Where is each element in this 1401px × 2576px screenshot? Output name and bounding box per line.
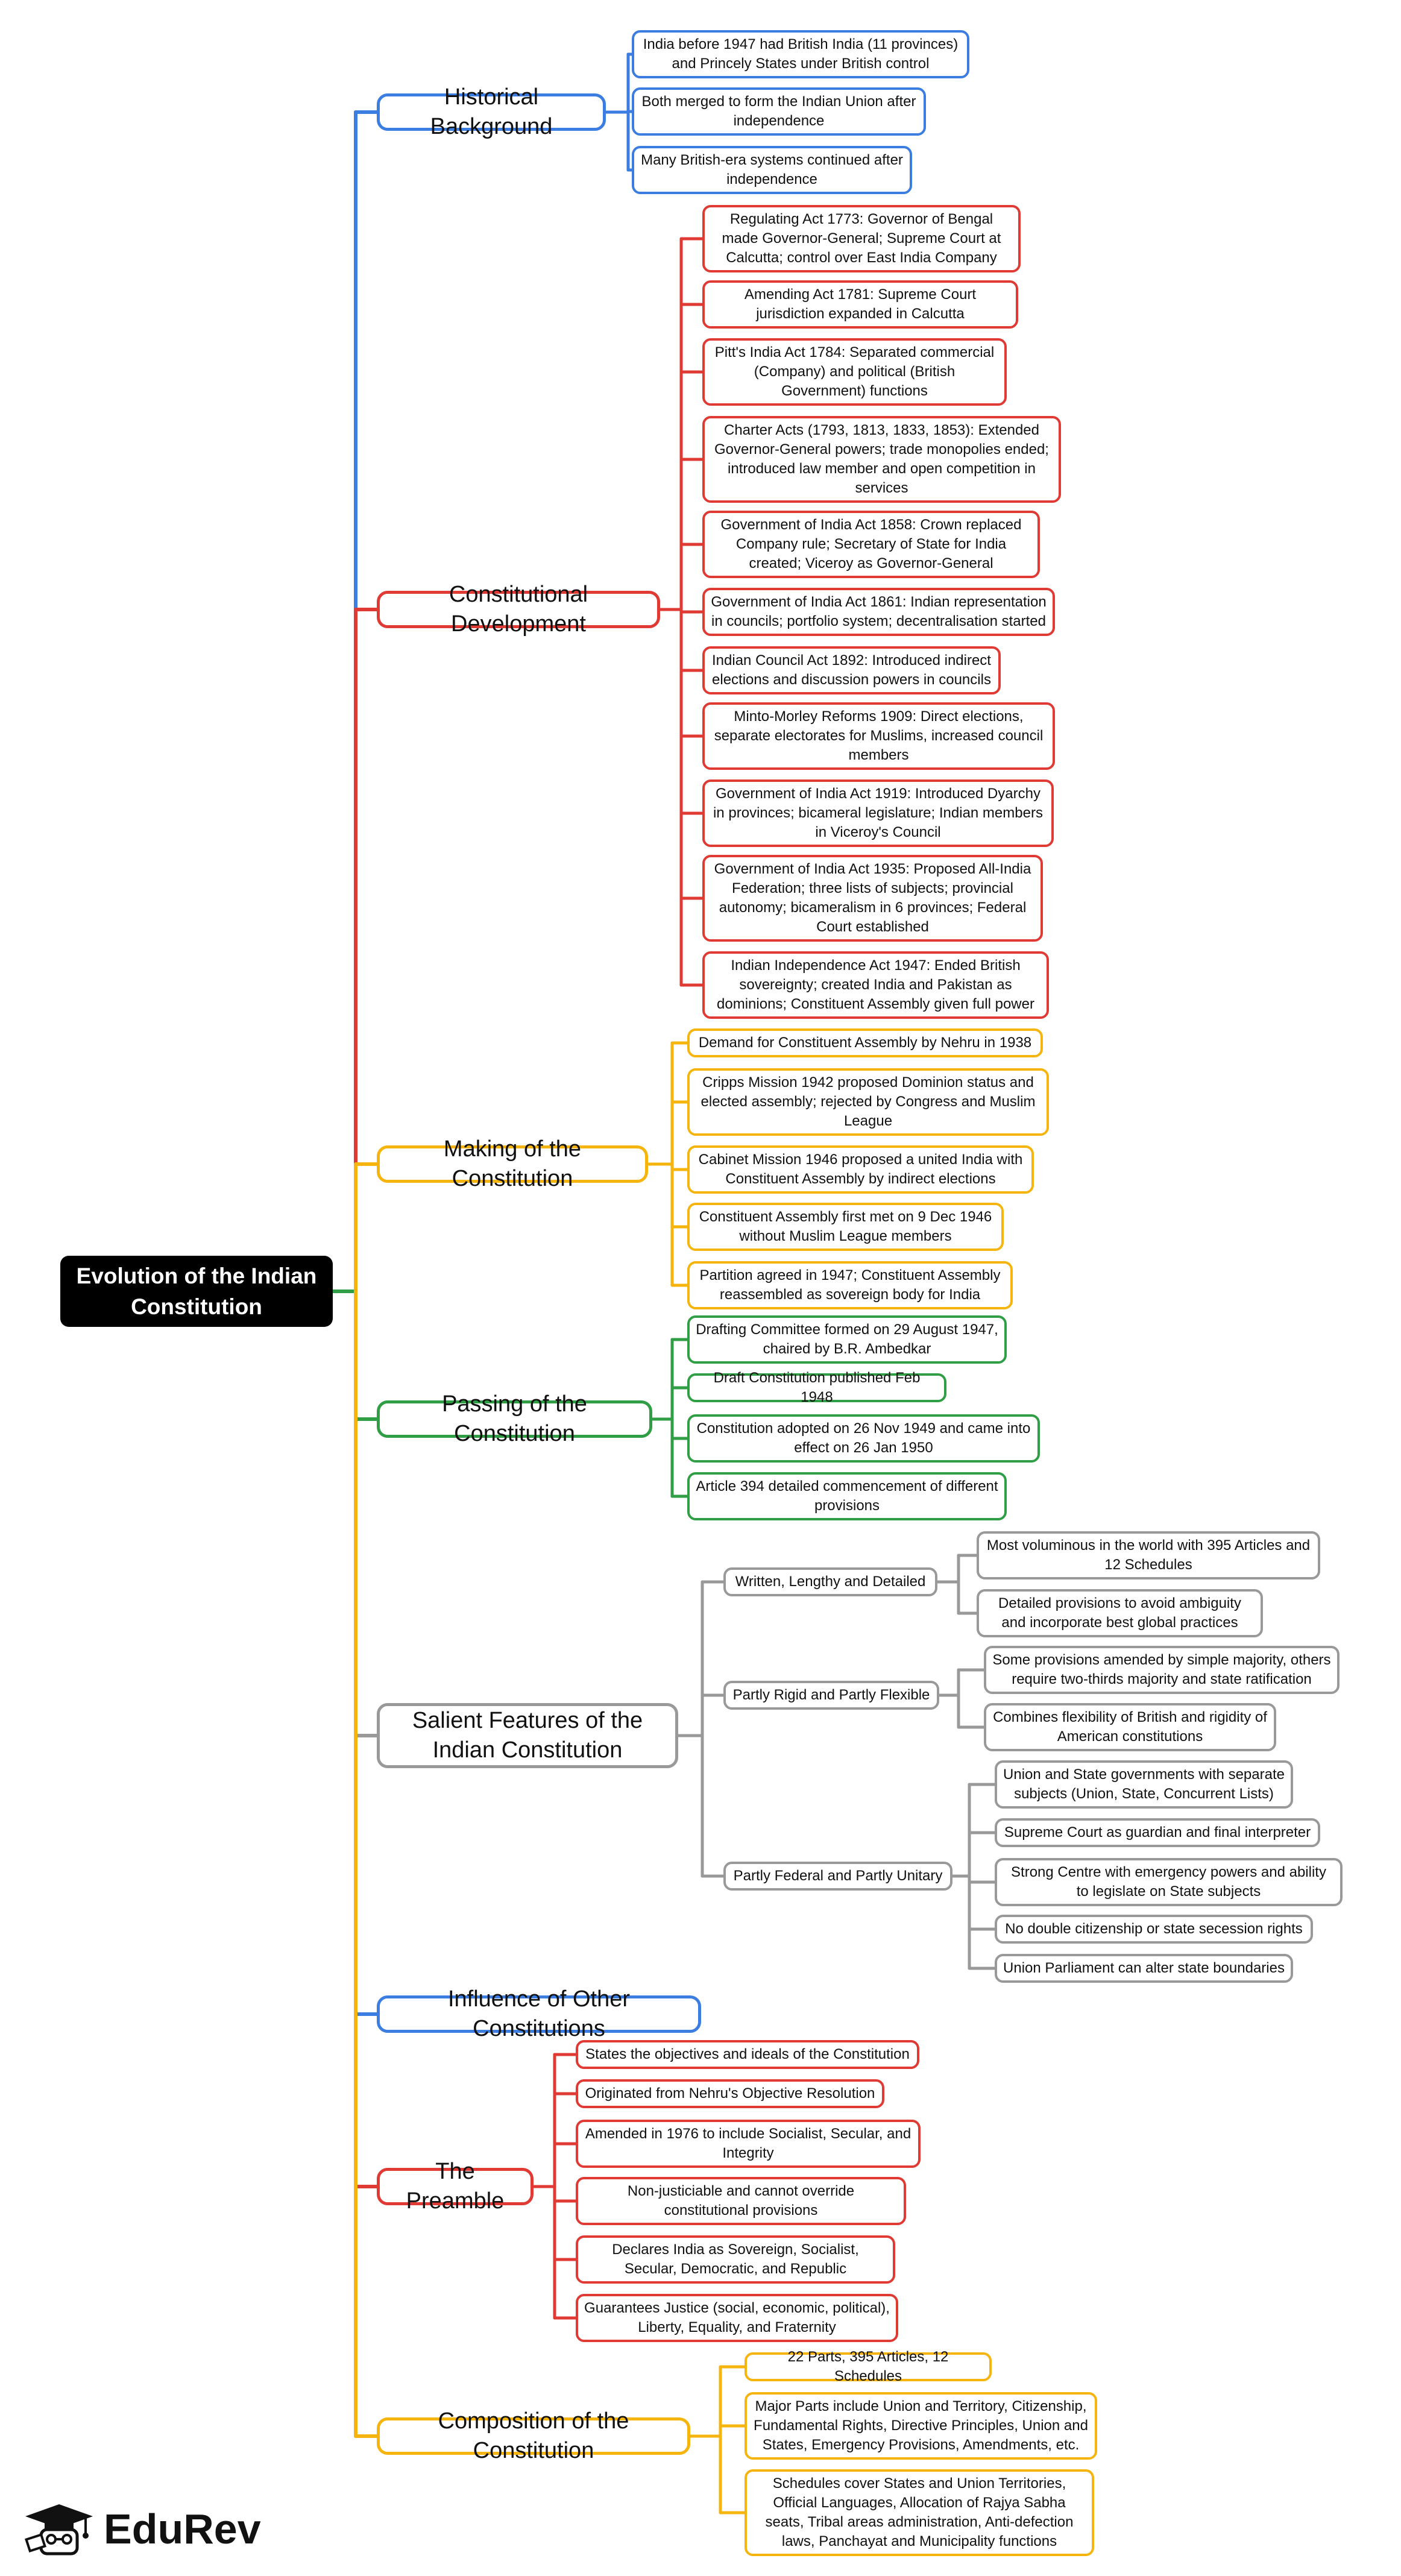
branch-historical: Historical Background [377,84,606,139]
leaf-node: 22 Parts, 395 Articles, 12 Schedules [745,2349,992,2384]
leaf-node: Both merged to form the Indian Union aft… [632,87,926,136]
leaf-node: Demand for Constituent Assembly by Nehru… [687,1028,1043,1057]
leaf-node: Charter Acts (1793, 1813, 1833, 1853): E… [702,416,1061,503]
leaf-node: Partition agreed in 1947; Constituent As… [687,1261,1013,1309]
leaf-node: Government of India Act 1861: Indian rep… [702,588,1055,636]
leaf-node: Government of India Act 1858: Crown repl… [702,511,1040,578]
leaf-node: Guarantees Justice (social, economic, po… [576,2294,898,2342]
leaf-node: Indian Council Act 1892: Introduced indi… [702,646,1001,694]
leaf-node: Constitution adopted on 26 Nov 1949 and … [687,1414,1040,1463]
graduate-mascot-icon [25,2504,93,2556]
branch-making: Making of the Constitution [377,1136,648,1191]
leaf-node: Major Parts include Union and Territory,… [745,2392,1097,2460]
leaf-node: Article 394 detailed commencement of dif… [687,1472,1007,1520]
leaf-node: Detailed provisions to avoid ambiguity a… [977,1589,1263,1637]
branch-influence: Influence of Other Constitutions [377,1986,701,2041]
branch-constitutional: Constitutional Development [377,582,660,637]
edurev-logo: EduRev [23,2502,261,2556]
sub-node: Partly Federal and Partly Unitary [723,1862,952,1891]
leaf-node: Government of India Act 1935: Proposed A… [702,855,1043,942]
leaf-node: Pitt's India Act 1784: Separated commerc… [702,338,1007,406]
leaf-node: Union and State governments with separat… [995,1760,1293,1809]
leaf-node: Cripps Mission 1942 proposed Dominion st… [687,1068,1049,1136]
leaf-node: Drafting Committee formed on 29 August 1… [687,1315,1007,1364]
root-node: Evolution of the Indian Constitution [60,1256,333,1327]
leaf-node: Many British-era systems continued after… [632,146,912,194]
sub-node: Partly Rigid and Partly Flexible [723,1681,939,1710]
branch-passing: Passing of the Constitution [377,1391,652,1446]
leaf-node: Government of India Act 1919: Introduced… [702,779,1054,847]
logo-text: EduRev [104,2505,261,2552]
leaf-node: Union Parliament can alter state boundar… [995,1954,1293,1983]
leaf-node: Strong Centre with emergency powers and … [995,1858,1343,1906]
leaf-node: Combines flexibility of British and rigi… [984,1703,1276,1751]
leaf-node: Amended in 1976 to include Socialist, Se… [576,2120,921,2168]
branch-salient: Salient Features of the Indian Constitut… [377,1703,678,1768]
leaf-node: Indian Independence Act 1947: Ended Brit… [702,951,1049,1019]
leaf-node: Schedules cover States and Union Territo… [745,2469,1094,2556]
branch-composition: Composition of the Constitution [377,2408,690,2463]
leaf-node: Regulating Act 1773: Governor of Bengal … [702,205,1021,272]
leaf-node: Non-justiciable and cannot override cons… [576,2177,906,2225]
leaf-node: Most voluminous in the world with 395 Ar… [977,1531,1320,1579]
leaf-node: Cabinet Mission 1946 proposed a united I… [687,1145,1034,1194]
leaf-node: Draft Constitution published Feb 1948 [687,1370,946,1405]
leaf-node: Originated from Nehru's Objective Resolu… [576,2079,884,2108]
leaf-node: States the objectives and ideals of the … [576,2040,919,2069]
leaf-node: Declares India as Sovereign, Socialist, … [576,2235,895,2284]
leaf-node: Some provisions amended by simple majori… [984,1646,1340,1694]
leaf-node: Amending Act 1781: Supreme Court jurisdi… [702,280,1018,329]
leaf-node: India before 1947 had British India (11 … [632,30,969,78]
leaf-node: Constituent Assembly first met on 9 Dec … [687,1203,1004,1251]
sub-node: Written, Lengthy and Detailed [723,1567,937,1596]
leaf-node: No double citizenship or state secession… [995,1915,1313,1944]
leaf-node: Supreme Court as guardian and final inte… [995,1818,1320,1847]
leaf-node: Minto-Morley Reforms 1909: Direct electi… [702,702,1055,770]
branch-preamble: The Preamble [377,2159,534,2214]
